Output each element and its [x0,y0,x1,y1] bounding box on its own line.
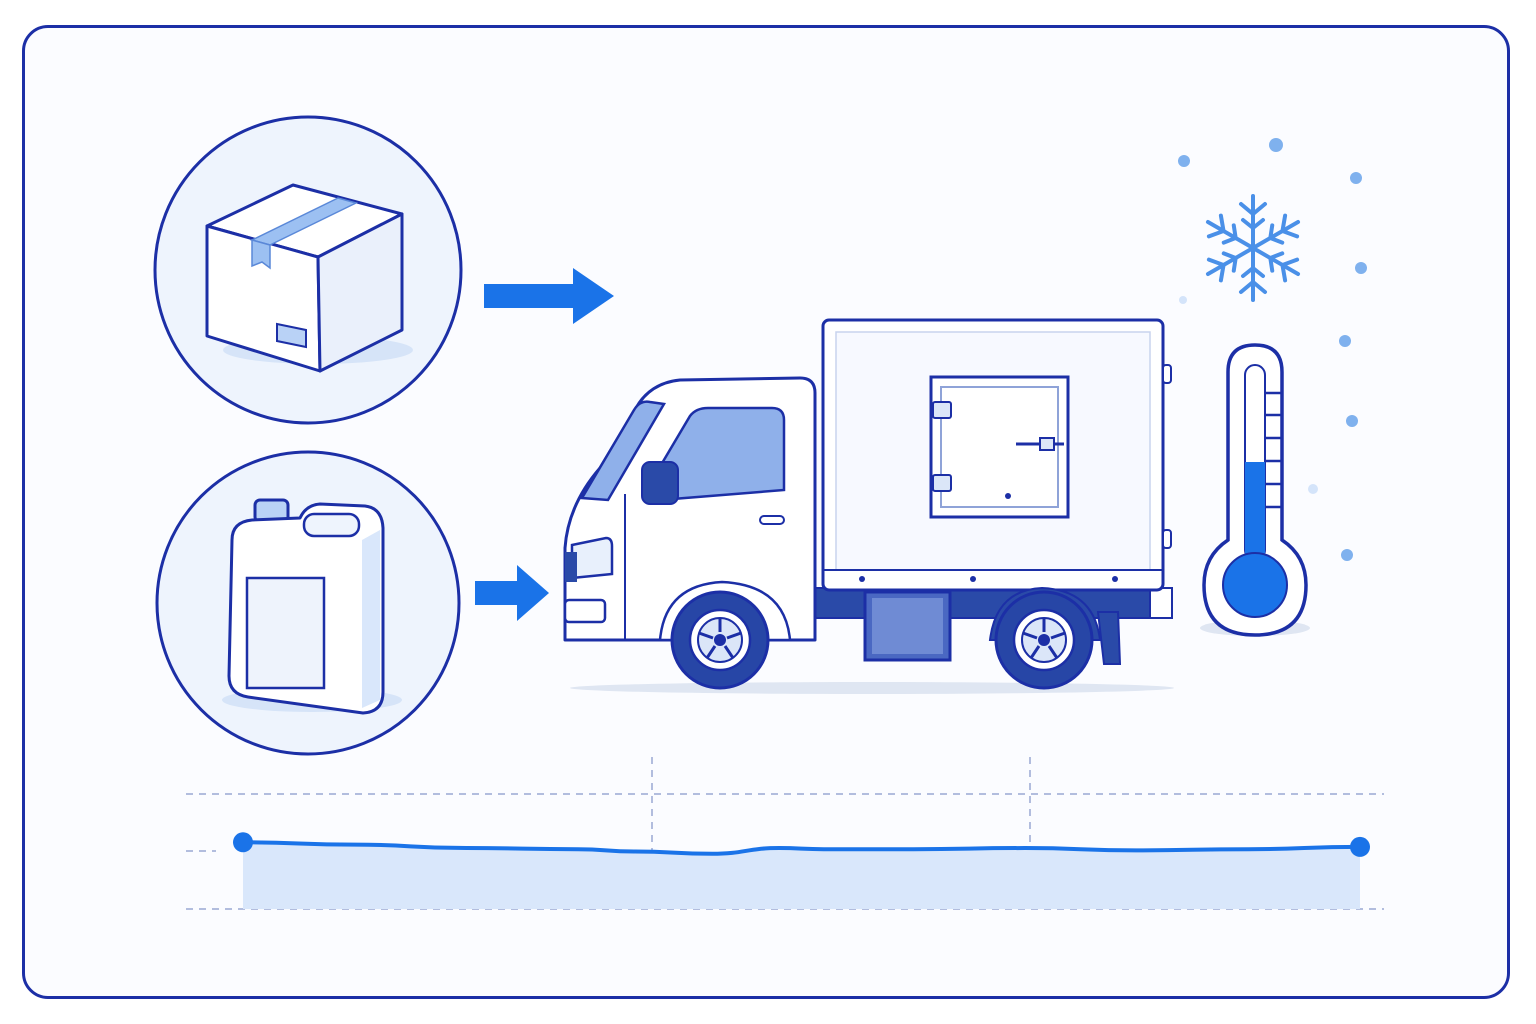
arrow-right-icon [475,565,549,621]
wheel [994,590,1094,690]
snowflake-icon [1205,194,1301,302]
series-area [243,842,1360,909]
series-line [242,840,1361,856]
snow-particles [1178,138,1367,561]
wheel [670,590,770,690]
refrigerated-truck-icon [563,318,1174,694]
data-point [233,832,253,853]
data-point [1350,836,1370,857]
thermometer-icon [1200,343,1310,637]
temperature-chart [186,757,1384,910]
arrow-right-icon [484,268,614,324]
cardboard-box-icon [205,183,413,373]
jerrycan-icon [222,498,402,715]
